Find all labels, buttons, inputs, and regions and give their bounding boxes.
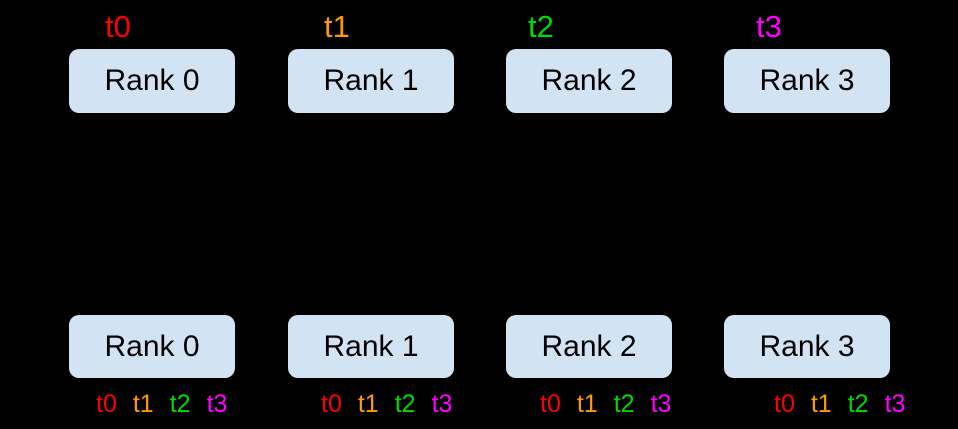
thread-label-t0: t0	[774, 390, 795, 418]
thread-label-t2: t2	[613, 390, 635, 418]
thread-group-rank2: t0 t1 t2 t3	[540, 390, 672, 419]
rank-box-top-3: Rank 3	[724, 49, 890, 113]
thread-label-t0-top: t0	[105, 9, 131, 44]
thread-label-t0: t0	[96, 390, 117, 418]
thread-label-t1: t1	[576, 390, 598, 418]
thread-label-t3: t3	[650, 390, 672, 418]
thread-label-t3: t3	[884, 390, 906, 418]
thread-label-t2: t2	[394, 390, 416, 418]
thread-group-rank3: t0 t1 t2 t3	[774, 390, 906, 419]
thread-label-t3: t3	[431, 390, 453, 418]
rank-box-bottom-3: Rank 3	[724, 315, 890, 378]
thread-label-t0: t0	[540, 390, 561, 418]
rank-box-bottom-0: Rank 0	[69, 315, 235, 378]
rank-box-top-1: Rank 1	[288, 49, 454, 113]
rank-box-top-0: Rank 0	[69, 49, 235, 113]
thread-label-t1-top: t1	[324, 9, 350, 44]
thread-label-t0: t0	[321, 390, 342, 418]
rank-box-bottom-1: Rank 1	[288, 315, 454, 378]
thread-label-t2: t2	[847, 390, 869, 418]
thread-label-t2: t2	[169, 390, 191, 418]
thread-label-t3-top: t3	[756, 9, 782, 44]
thread-label-t2-top: t2	[528, 9, 554, 44]
thread-label-t3: t3	[206, 390, 228, 418]
rank-box-bottom-2: Rank 2	[506, 315, 672, 378]
thread-label-t1: t1	[810, 390, 832, 418]
thread-group-rank0: t0 t1 t2 t3	[96, 390, 228, 419]
thread-label-t1: t1	[132, 390, 154, 418]
thread-label-t1: t1	[357, 390, 379, 418]
rank-box-top-2: Rank 2	[506, 49, 672, 113]
thread-group-rank1: t0 t1 t2 t3	[321, 390, 453, 419]
